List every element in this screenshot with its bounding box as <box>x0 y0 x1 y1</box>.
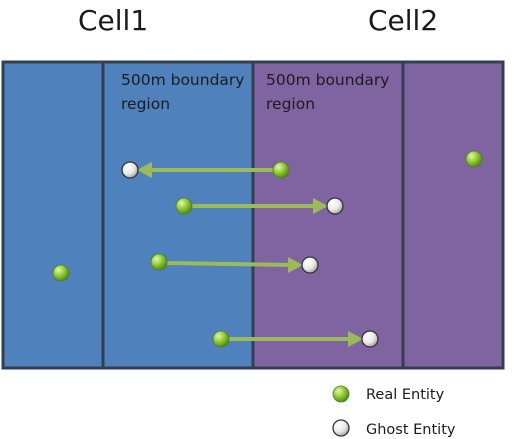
legend-ghost-entity-label: Ghost Entity <box>366 422 456 438</box>
arrow-3 <box>165 257 303 273</box>
cell1-region <box>3 62 253 368</box>
ghost-entity <box>301 256 319 274</box>
right-boundary-label-line2: region <box>266 95 315 113</box>
real-entity <box>212 330 230 348</box>
ghost-entity <box>326 197 344 215</box>
real-entity <box>52 264 70 282</box>
cell2-region <box>253 62 503 368</box>
ghost-entity <box>361 330 379 348</box>
arrow-1 <box>137 162 274 178</box>
real-entity <box>465 150 483 168</box>
ghost-entity <box>121 161 139 179</box>
left-boundary-label-line1: 500m boundary <box>121 71 244 89</box>
right-boundary-label-line1: 500m boundary <box>266 71 389 89</box>
legend-real-entity-marker <box>332 385 350 403</box>
real-entity <box>175 197 193 215</box>
real-entity <box>150 253 168 271</box>
real-entity <box>272 161 290 179</box>
legend-ghost-entity-marker <box>332 419 350 437</box>
arrow-4 <box>228 331 363 347</box>
cell2-title: Cell2 <box>368 4 439 37</box>
legend: Real Entity Ghost Entity <box>332 385 456 438</box>
cell1-title: Cell1 <box>78 4 149 37</box>
left-boundary-label-line2: region <box>121 95 170 113</box>
arrow-2 <box>190 198 328 214</box>
legend-real-entity-label: Real Entity <box>366 387 445 403</box>
